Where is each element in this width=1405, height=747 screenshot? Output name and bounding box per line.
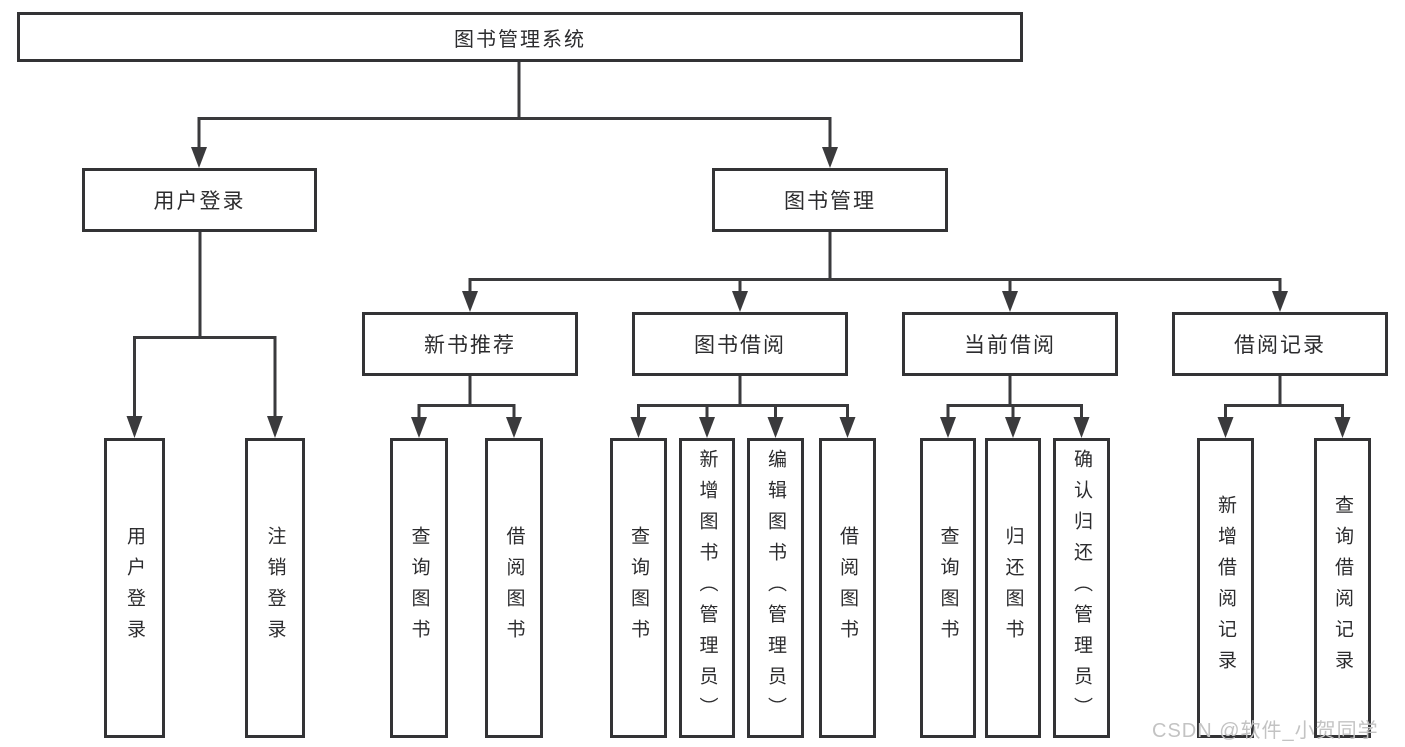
connector-root-to-level2: [197, 62, 832, 148]
node-book-borrow: 图书借阅: [632, 312, 848, 376]
leaf-label: 归还图书: [1002, 526, 1024, 650]
leaf-label: 编辑图书（管理员）: [765, 448, 786, 728]
leaf-label: 查询图书: [628, 526, 649, 650]
node-label: 图书借阅: [694, 334, 786, 357]
leaf-query-book-current: 查询图书: [920, 438, 976, 738]
leaf-label: 查询图书: [408, 526, 430, 650]
leaf-logout: 注销登录: [245, 438, 305, 738]
node-label: 图书管理系统: [454, 28, 586, 51]
leaf-query-borrow-record: 查询借阅记录: [1314, 438, 1371, 738]
leaf-label: 注销登录: [264, 526, 286, 650]
connector-book-borrow-children: [637, 376, 849, 418]
leaf-query-book-borrow: 查询图书: [610, 438, 667, 738]
connector-new-book-recommend-children: [417, 376, 516, 418]
leaf-confirm-return-admin: 确认归还（管理员）: [1053, 438, 1110, 738]
connector-borrow-records-children: [1224, 376, 1344, 418]
csdn-watermark: CSDN @软件_小贺同学: [1152, 720, 1379, 742]
connector-book-management-children: [468, 232, 1282, 292]
leaf-add-book-admin: 新增图书（管理员）: [679, 438, 735, 738]
node-current-borrow: 当前借阅: [902, 312, 1118, 376]
node-user-login: 用户登录: [82, 168, 317, 232]
node-library-management-system: 图书管理系统: [17, 12, 1023, 62]
leaf-label: 用户登录: [124, 526, 145, 650]
leaf-return-book: 归还图书: [985, 438, 1041, 738]
leaf-edit-book-admin: 编辑图书（管理员）: [747, 438, 804, 738]
leaf-label: 查询图书: [937, 526, 959, 650]
leaf-label: 确认归还（管理员）: [1071, 448, 1092, 728]
connector-current-borrow-children: [946, 376, 1083, 418]
leaf-label: 查询借阅记录: [1332, 495, 1353, 681]
node-new-book-recommend: 新书推荐: [362, 312, 578, 376]
leaf-user-login: 用户登录: [104, 438, 165, 738]
node-label: 新书推荐: [424, 334, 516, 357]
node-label: 用户登录: [153, 190, 246, 213]
arrowheads: [126, 147, 1351, 438]
node-label: 借阅记录: [1234, 334, 1326, 357]
connector-user-login-children: [133, 232, 277, 417]
leaf-query-book-recommend: 查询图书: [390, 438, 448, 738]
leaf-borrow-book: 借阅图书: [819, 438, 876, 738]
node-borrow-records: 借阅记录: [1172, 312, 1388, 376]
leaf-borrow-book-recommend: 借阅图书: [485, 438, 543, 738]
leaf-add-borrow-record: 新增借阅记录: [1197, 438, 1254, 738]
leaf-label: 借阅图书: [503, 526, 525, 650]
node-label: 当前借阅: [964, 334, 1056, 357]
node-book-management: 图书管理: [712, 168, 948, 232]
node-label: 图书管理: [784, 190, 876, 213]
leaf-label: 新增图书（管理员）: [696, 448, 718, 728]
leaf-label: 新增借阅记录: [1215, 495, 1236, 681]
leaf-label: 借阅图书: [837, 526, 858, 650]
